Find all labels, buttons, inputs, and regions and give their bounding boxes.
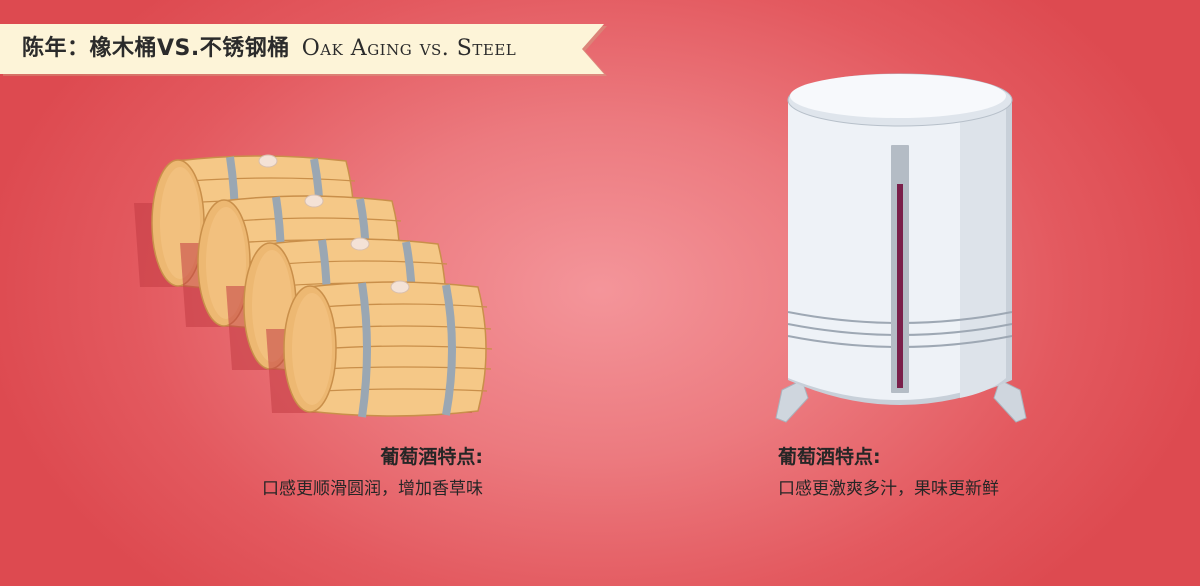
steel-caption-description: 口感更激爽多汁，果味更新鲜 <box>778 479 999 499</box>
title-chinese: 陈年：橡木桶VS.不锈钢桶 <box>22 36 290 61</box>
oak-caption-description: 口感更顺滑圆润，增加香草味 <box>262 479 483 499</box>
steel-caption: 葡萄酒特点: 口感更激爽多汁，果味更新鲜 <box>778 444 999 502</box>
title-ribbon: 陈年：橡木桶VS.不锈钢桶 Oak Aging vs. Steel <box>0 22 610 76</box>
oak-barrels-group <box>134 155 492 417</box>
oak-caption: 葡萄酒特点: 口感更顺滑圆润，增加香草味 <box>262 444 483 502</box>
page-title: 陈年：橡木桶VS.不锈钢桶 Oak Aging vs. Steel <box>22 32 516 66</box>
oak-barrel-icon <box>266 281 492 417</box>
oak-caption-heading: 葡萄酒特点: <box>380 446 483 468</box>
ribbon-shape <box>0 24 607 76</box>
steel-tank-icon <box>775 73 1027 423</box>
title-english: Oak Aging vs. Steel <box>301 36 517 61</box>
wine-level-indicator <box>897 184 903 388</box>
steel-caption-heading: 葡萄酒特点: <box>778 446 881 468</box>
